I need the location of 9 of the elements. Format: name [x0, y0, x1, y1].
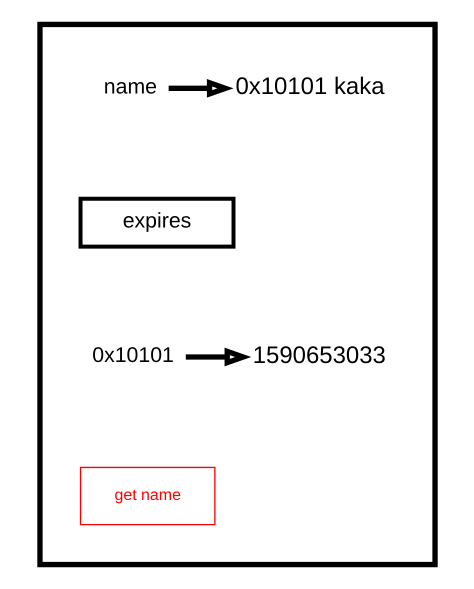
arrow — [168, 78, 234, 98]
arrow — [185, 348, 251, 366]
node-text: 0x10101 kaka — [234, 73, 384, 100]
node-text: 0x10101 — [92, 343, 174, 368]
node-text: name — [103, 74, 157, 98]
cluster — [36, 22, 438, 568]
node-box: get name — [79, 466, 216, 526]
node-box: expires — [78, 196, 235, 249]
node-text: 1590653033 — [252, 342, 386, 369]
